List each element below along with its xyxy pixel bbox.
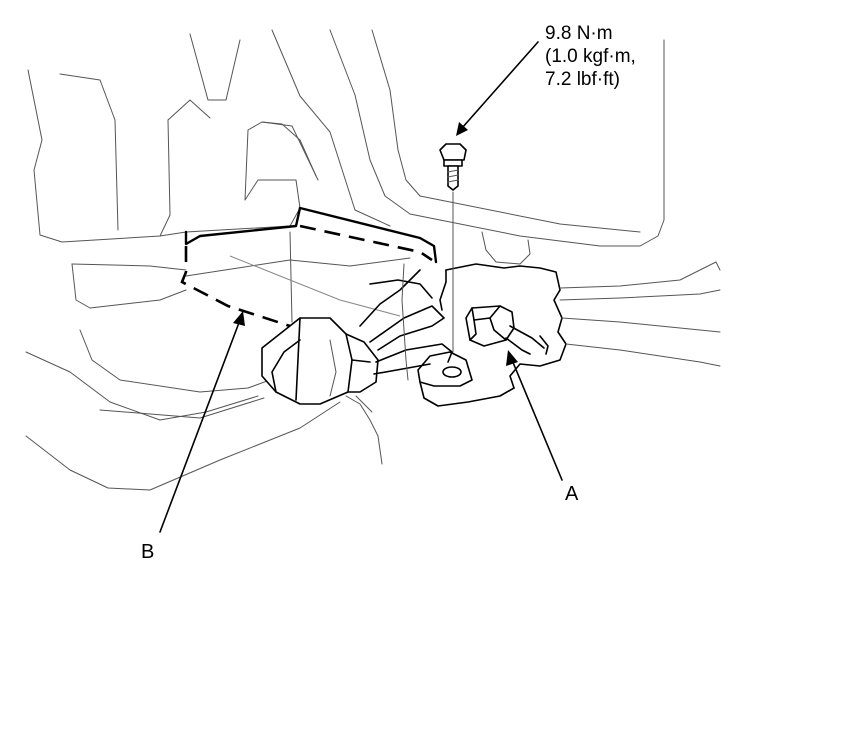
torque-spec-label: 9.8 N·m (1.0 kgf·m, 7.2 lbf·ft) <box>545 22 636 91</box>
callout-b-label: B <box>141 541 155 563</box>
lower-bracket-tail <box>345 395 383 465</box>
subframe-outline <box>25 263 341 491</box>
callout-a-arrowhead <box>506 350 518 366</box>
callout-a-label: A <box>565 483 579 505</box>
leader-lines <box>159 41 563 533</box>
torque-leader-arrowhead <box>456 122 468 136</box>
torque-spec-line-1: 9.8 N·m <box>545 23 613 44</box>
connector-a <box>465 305 549 355</box>
torque-spec-line-2: (1.0 kgf·m, <box>545 46 636 67</box>
bolt <box>439 143 467 353</box>
wire-harness <box>359 263 453 381</box>
callout-a-leader-line <box>511 359 563 481</box>
transmission-housing-outline <box>329 29 665 265</box>
engine-block-outline <box>27 29 391 243</box>
callout-b-leader-line <box>159 319 241 533</box>
torque-leader-line <box>461 41 539 129</box>
mount-bracket <box>439 263 567 389</box>
connector-b <box>261 317 379 405</box>
bracket-plate <box>417 351 515 407</box>
torque-spec-line-3: 7.2 lbf·ft) <box>545 69 620 90</box>
frame-rails <box>559 261 721 367</box>
callout-b-arrowhead <box>233 311 245 326</box>
